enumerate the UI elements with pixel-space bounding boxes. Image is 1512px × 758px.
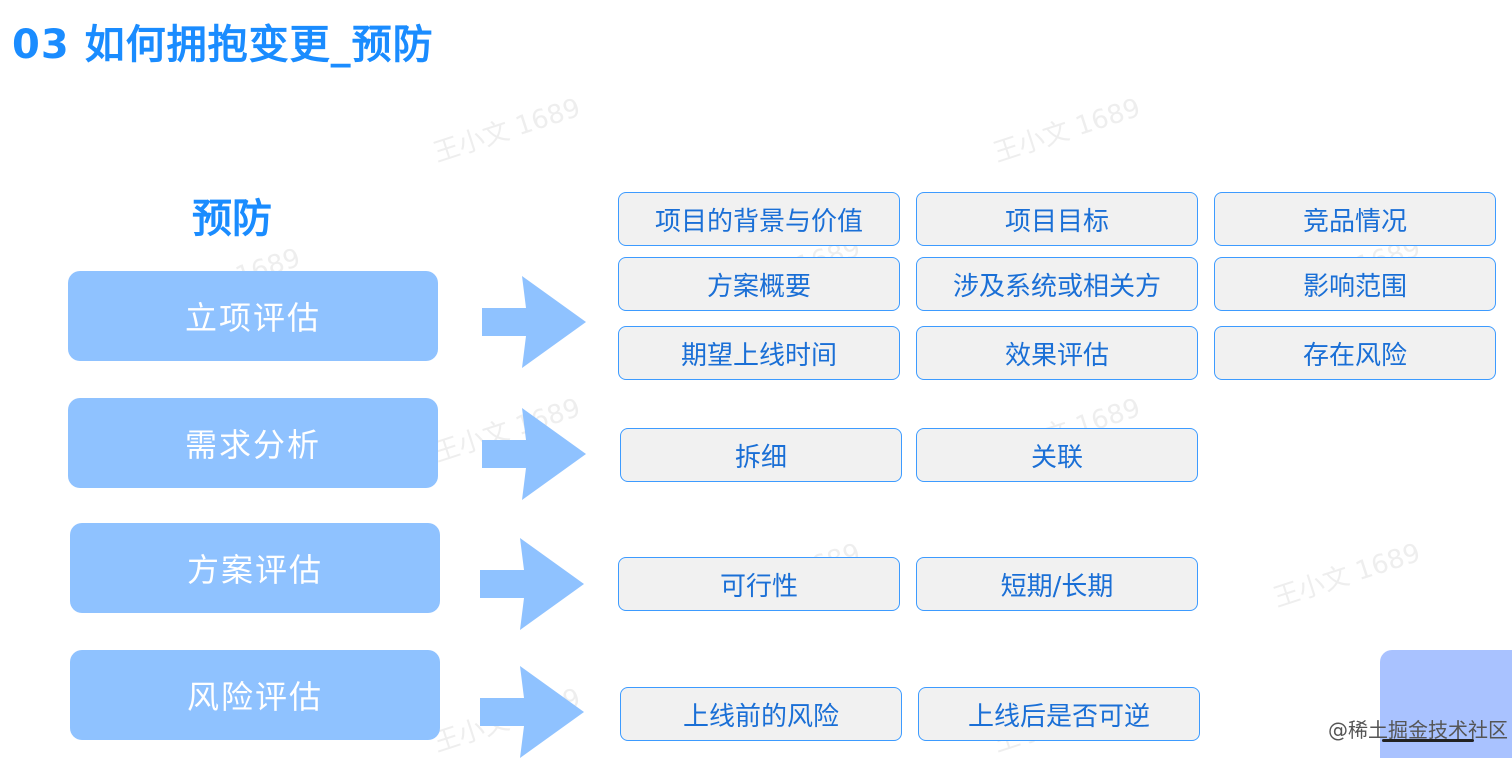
item-association: 关联 <box>916 428 1198 482</box>
item-project-goal: 项目目标 <box>916 192 1198 246</box>
arrow-right-icon <box>480 538 584 630</box>
watermark: 王小文 1689 <box>989 93 1145 169</box>
item-plan-summary: 方案概要 <box>618 257 900 311</box>
arrow-right-icon <box>482 408 586 500</box>
item-systems-parties: 涉及系统或相关方 <box>916 257 1198 311</box>
item-short-long-term: 短期/长期 <box>916 557 1198 611</box>
item-competitors: 竞品情况 <box>1214 192 1496 246</box>
source-watermark: @稀土掘金技术社区 <box>1328 718 1508 742</box>
page-title: 03 如何拥抱变更_预防 <box>12 22 434 68</box>
watermark: 王小文 1689 <box>429 93 585 169</box>
item-feasibility: 可行性 <box>618 557 900 611</box>
watermark: 王小文 1689 <box>1269 538 1425 614</box>
item-effect-evaluation: 效果评估 <box>916 326 1198 380</box>
item-impact-scope: 影响范围 <box>1214 257 1496 311</box>
stage-requirement-analysis: 需求分析 <box>68 398 438 488</box>
item-background-value: 项目的背景与价值 <box>618 192 900 246</box>
section-heading: 预防 <box>192 196 272 242</box>
footer-bar <box>1382 739 1474 742</box>
stage-project-evaluation: 立项评估 <box>68 271 438 361</box>
item-breakdown: 拆细 <box>620 428 902 482</box>
item-launch-time: 期望上线时间 <box>618 326 900 380</box>
stage-risk-evaluation: 风险评估 <box>70 650 440 740</box>
item-existing-risk: 存在风险 <box>1214 326 1496 380</box>
stage-solution-evaluation: 方案评估 <box>70 523 440 613</box>
arrow-right-icon <box>480 666 584 758</box>
item-post-launch-reversible: 上线后是否可逆 <box>918 687 1200 741</box>
arrow-right-icon <box>482 276 586 368</box>
item-pre-launch-risk: 上线前的风险 <box>620 687 902 741</box>
